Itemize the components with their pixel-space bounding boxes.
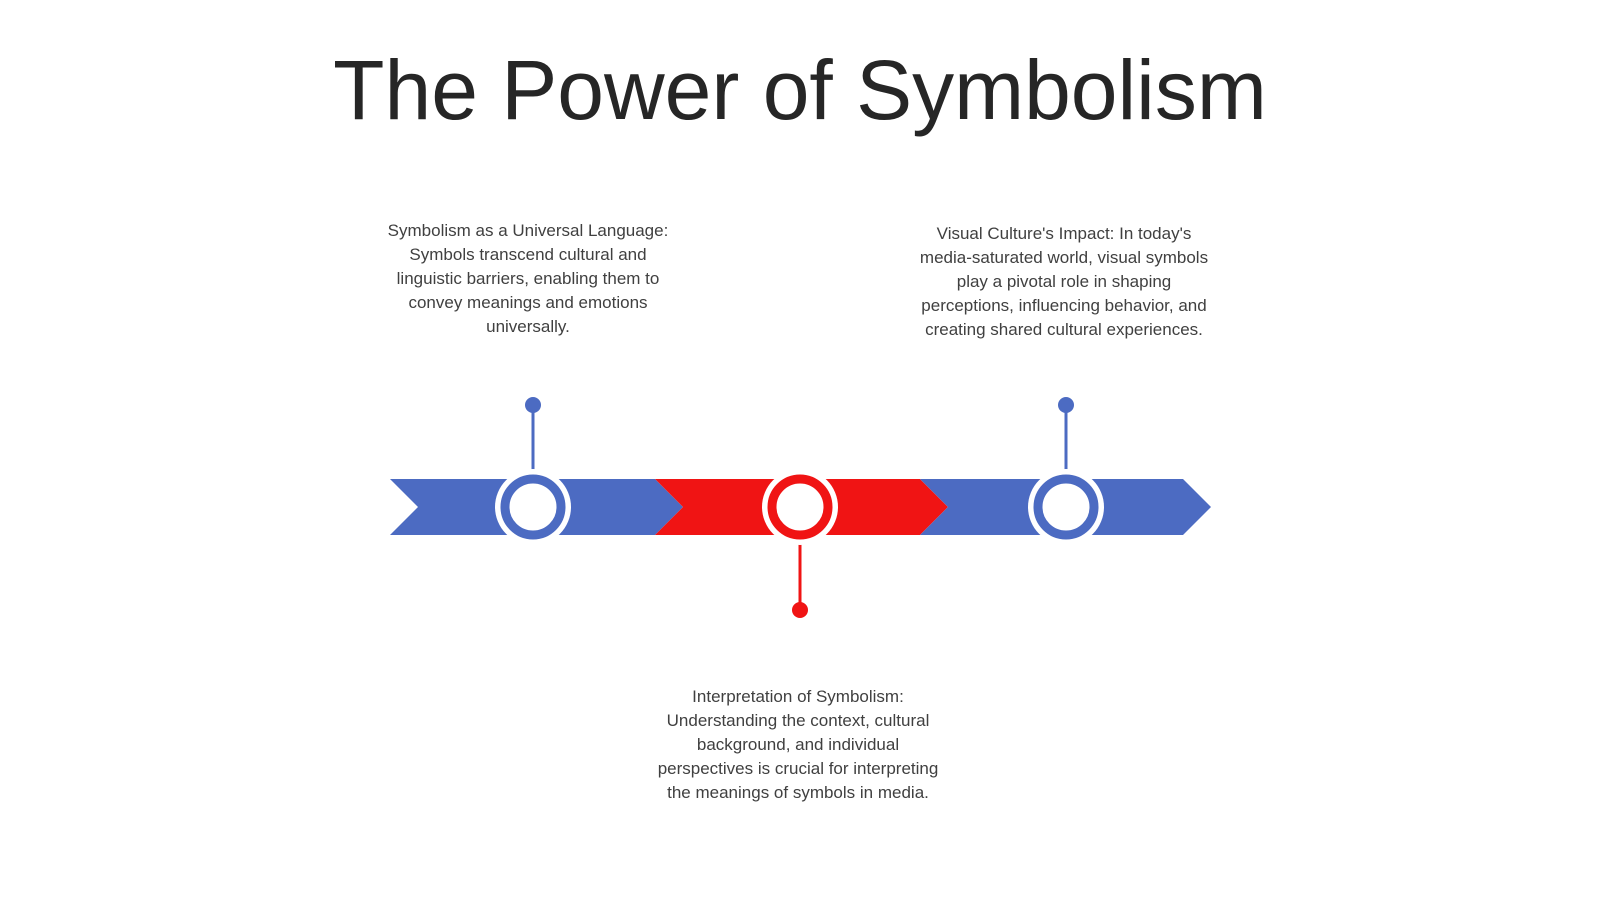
- milestone-3-marker: [1028, 469, 1104, 545]
- milestone-2-dot: [792, 602, 808, 618]
- milestone-3-caption: Visual Culture's Impact: In today's medi…: [919, 224, 1209, 339]
- milestone-2-marker: [762, 469, 838, 545]
- slide-title: The Power of Symbolism: [333, 43, 1267, 137]
- milestone-1-caption: Symbolism as a Universal Language: Symbo…: [387, 221, 669, 336]
- milestone-3-dot: [1058, 397, 1074, 413]
- milestone-1-dot: [525, 397, 541, 413]
- milestone-1-marker: [495, 469, 571, 545]
- milestone-2-caption: Interpretation of Symbolism: Understandi…: [657, 687, 939, 802]
